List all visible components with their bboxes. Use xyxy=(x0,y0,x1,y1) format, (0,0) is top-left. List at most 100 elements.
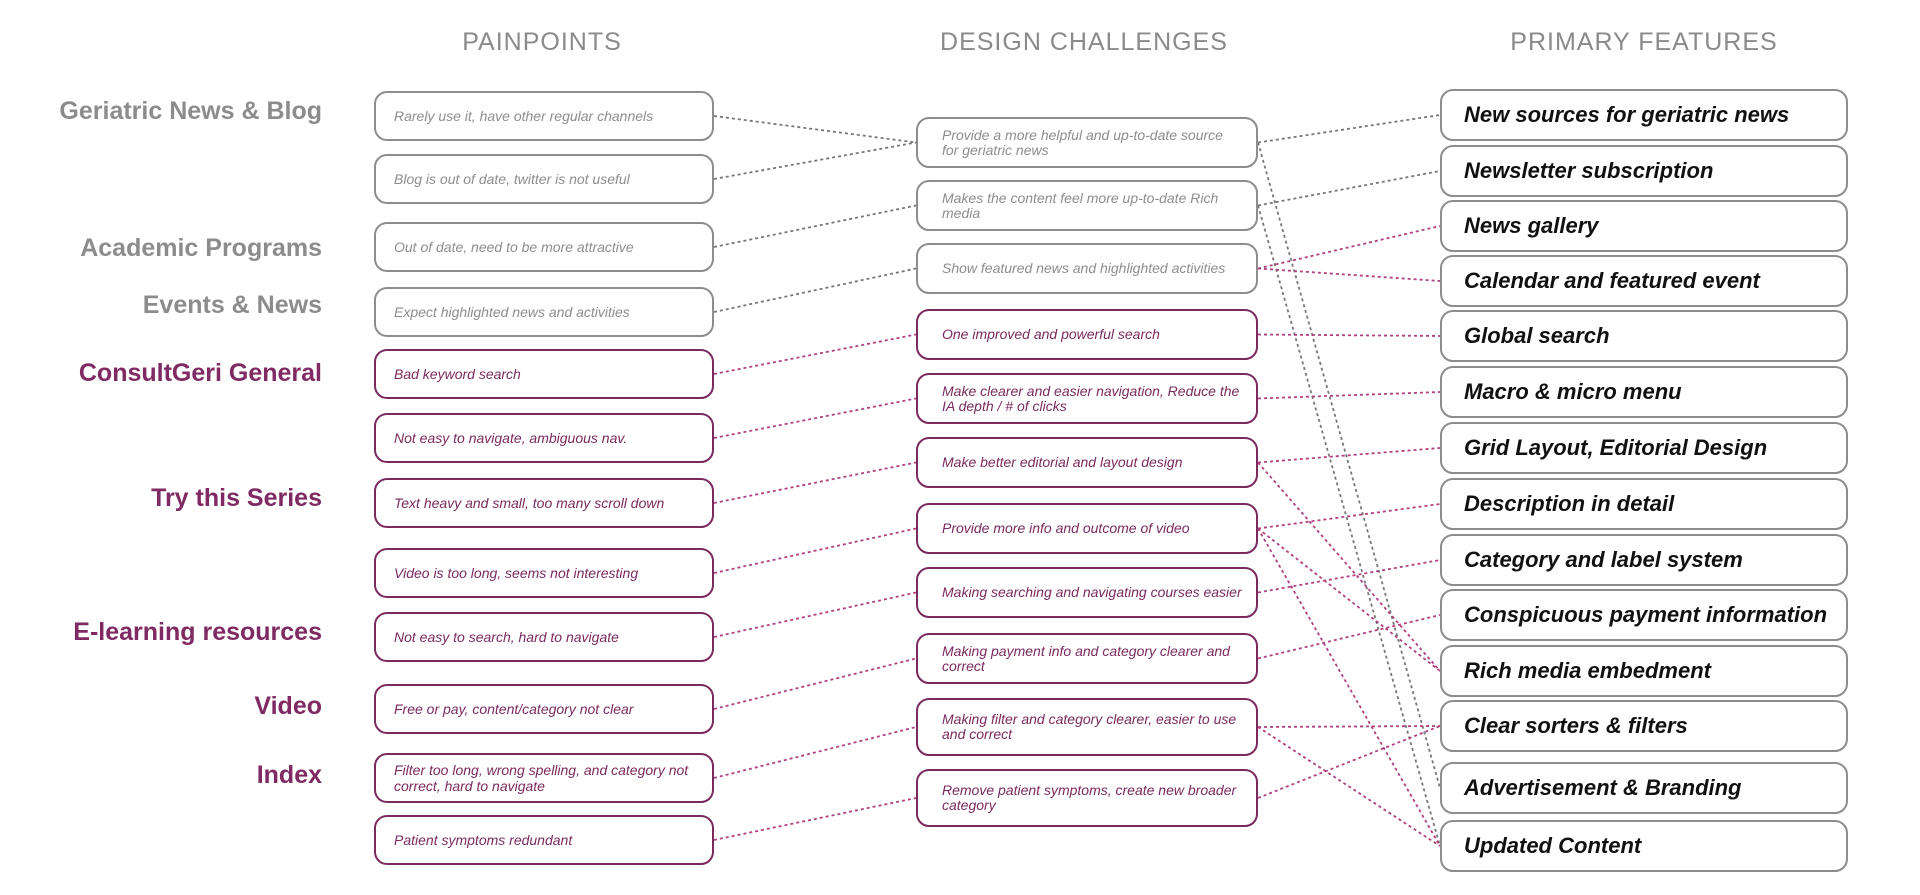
connector-painpoint-challenge xyxy=(713,267,917,313)
category-label: Try this Series xyxy=(151,484,322,512)
challenge-text: Make clearer and easier navigation, Redu… xyxy=(942,382,1240,414)
connector-painpoint-challenge xyxy=(713,527,917,574)
connector-painpoint-challenge xyxy=(713,333,917,375)
feature-text: Newsletter subscription xyxy=(1464,158,1714,183)
challenge-box: Making searching and navigating courses … xyxy=(916,567,1258,618)
connector-challenge-feature xyxy=(1257,447,1441,464)
category-label: ConsultGeri General xyxy=(78,359,322,387)
feature-box: Global search xyxy=(1440,310,1848,362)
challenge-box: Make clearer and easier navigation, Redu… xyxy=(916,373,1258,424)
header-primary-features: PRIMARY FEATURES xyxy=(1510,28,1778,56)
connector-challenge-feature xyxy=(1257,267,1441,282)
challenge-text: Make better editorial and layout design xyxy=(942,454,1183,470)
feature-text: Grid Layout, Editorial Design xyxy=(1464,435,1768,460)
connector-painpoint-challenge xyxy=(713,141,917,180)
connector-painpoint-challenge xyxy=(713,726,917,779)
painpoint-box: Blog is out of date, twitter is not usef… xyxy=(374,154,714,204)
connector-painpoint-challenge xyxy=(713,204,917,248)
feature-text: Rich media embedment xyxy=(1464,658,1711,683)
challenge-text: One improved and powerful search xyxy=(942,326,1160,342)
category-label: Geriatric News & Blog xyxy=(59,97,322,125)
challenge-text: Provide more info and outcome of video xyxy=(942,520,1190,536)
feature-box: Advertisement & Branding xyxy=(1440,762,1848,814)
challenge-box: Provide a more helpful and up-to-date so… xyxy=(916,117,1258,168)
painpoint-box: Not easy to navigate, ambiguous nav. xyxy=(374,413,714,463)
connector-challenge-feature xyxy=(1257,559,1441,594)
painpoint-box: Not easy to search, hard to navigate xyxy=(374,612,714,662)
painpoint-text: Blog is out of date, twitter is not usef… xyxy=(394,171,630,187)
feature-text: Macro & micro menu xyxy=(1464,379,1682,404)
painpoint-text: Out of date, need to be more attractive xyxy=(394,239,634,255)
connector-challenge-feature xyxy=(1257,527,1441,672)
connector-painpoint-challenge xyxy=(713,115,917,144)
connector-challenge-feature xyxy=(1257,528,1441,847)
feature-box: Newsletter subscription xyxy=(1440,145,1848,197)
painpoint-text: Patient symptoms redundant xyxy=(394,832,573,848)
connector-painpoint-challenge xyxy=(713,797,917,841)
connector-challenge-feature xyxy=(1257,142,1441,789)
connector-painpoint-challenge xyxy=(713,397,917,439)
feature-box: New sources for geriatric news xyxy=(1440,89,1848,141)
painpoint-text: Text heavy and small, too many scroll do… xyxy=(394,495,665,511)
painpoint-text: Not easy to navigate, ambiguous nav. xyxy=(394,430,628,446)
feature-box: Macro & micro menu xyxy=(1440,366,1848,418)
connector-challenge-feature xyxy=(1257,114,1441,144)
feature-text: Advertisement & Branding xyxy=(1464,775,1742,800)
feature-box: Clear sorters & filters xyxy=(1440,700,1848,752)
connector-challenge-feature xyxy=(1257,461,1441,672)
painpoint-box: Free or pay, content/category not clear xyxy=(374,684,714,734)
header-painpoints: PAINPOINTS xyxy=(462,28,622,56)
connector-challenge-feature xyxy=(1257,725,1441,799)
feature-box: Updated Content xyxy=(1440,820,1848,872)
feature-text: Conspicuous payment information xyxy=(1464,602,1828,627)
challenge-text: Making payment info and category clearer… xyxy=(942,642,1230,674)
painpoint-box: Video is too long, seems not interesting xyxy=(374,548,714,598)
feature-text: Global search xyxy=(1464,323,1610,348)
painpoint-box: Out of date, need to be more attractive xyxy=(374,222,714,272)
painpoint-text: Bad keyword search xyxy=(394,366,521,382)
feature-box: Calendar and featured event xyxy=(1440,255,1848,307)
challenge-box: Making payment info and category clearer… xyxy=(916,633,1258,684)
feature-text: Description in detail xyxy=(1464,491,1675,516)
painpoint-box: Patient symptoms redundant xyxy=(374,815,714,865)
painpoint-text: Free or pay, content/category not clear xyxy=(394,701,634,717)
connector-challenge-feature xyxy=(1257,391,1441,400)
category-label: Index xyxy=(256,761,322,789)
category-label: Academic Programs xyxy=(80,234,322,262)
challenge-text: Show featured news and highlighted activ… xyxy=(942,260,1226,276)
challenge-box: Provide more info and outcome of video xyxy=(916,503,1258,554)
header-design-challenges: DESIGN CHALLENGES xyxy=(940,28,1228,56)
challenge-box: Remove patient symptoms, create new broa… xyxy=(916,769,1258,827)
painpoint-text: Filter too long, wrong spelling, and cat… xyxy=(394,762,689,794)
painpoint-box: Expect highlighted news and activities xyxy=(374,287,714,337)
feature-text: News gallery xyxy=(1464,213,1599,238)
painpoint-text: Video is too long, seems not interesting xyxy=(394,565,639,581)
connector-challenge-feature xyxy=(1257,503,1441,530)
feature-box: Category and label system xyxy=(1440,534,1848,586)
feature-text: Updated Content xyxy=(1464,833,1642,858)
painpoint-box: Filter too long, wrong spelling, and cat… xyxy=(374,753,714,803)
challenge-text: Making searching and navigating courses … xyxy=(942,584,1242,600)
painpoint-text: Rarely use it, have other regular channe… xyxy=(394,108,654,124)
painpoint-text: Expect highlighted news and activities xyxy=(394,304,630,320)
challenge-box: One improved and powerful search xyxy=(916,309,1258,360)
challenge-text: Making filter and category clearer, easi… xyxy=(942,711,1237,742)
connector-painpoint-challenge xyxy=(713,461,917,504)
connector-challenge-feature xyxy=(1257,614,1441,660)
category-label: Events & News xyxy=(142,291,322,319)
challenge-text: Remove patient symptoms, create new broa… xyxy=(942,782,1237,813)
challenge-text: Provide a more helpful and up-to-date so… xyxy=(942,126,1223,158)
feature-box: Conspicuous payment information xyxy=(1440,589,1848,641)
feature-text: New sources for geriatric news xyxy=(1464,102,1790,127)
painpoint-box: Text heavy and small, too many scroll do… xyxy=(374,478,714,528)
painpoint-box: Rarely use it, have other regular channe… xyxy=(374,91,714,141)
feature-text: Calendar and featured event xyxy=(1464,268,1760,293)
connector-challenge-feature xyxy=(1257,225,1441,270)
feature-text: Clear sorters & filters xyxy=(1464,713,1688,738)
connector-challenge-feature xyxy=(1257,333,1441,337)
painpoint-box: Bad keyword search xyxy=(374,349,714,399)
connector-painpoint-challenge xyxy=(713,591,917,638)
feature-box: Grid Layout, Editorial Design xyxy=(1440,422,1848,474)
category-label: E-learning resources xyxy=(73,618,322,646)
